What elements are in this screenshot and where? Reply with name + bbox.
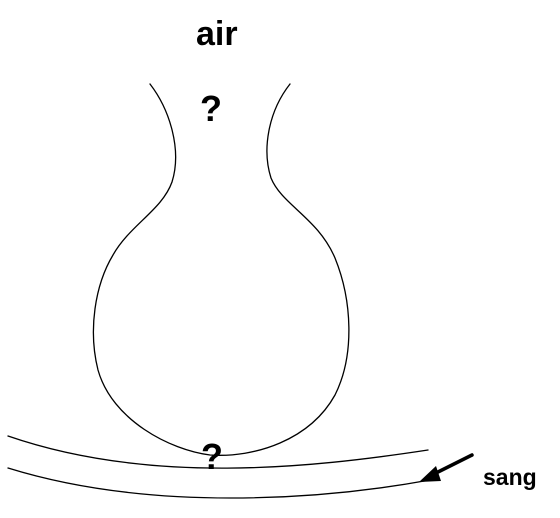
- question-mark-bottom: ?: [201, 436, 223, 477]
- air-label: air: [196, 15, 238, 53]
- question-mark-top: ?: [200, 88, 222, 129]
- sang-label: sang: [483, 464, 537, 490]
- vessel-wall-bottom: [7, 467, 431, 499]
- vessel-wall-top: [7, 435, 429, 469]
- alveolus-outline: [92, 83, 350, 456]
- arrow-icon: [419, 453, 474, 482]
